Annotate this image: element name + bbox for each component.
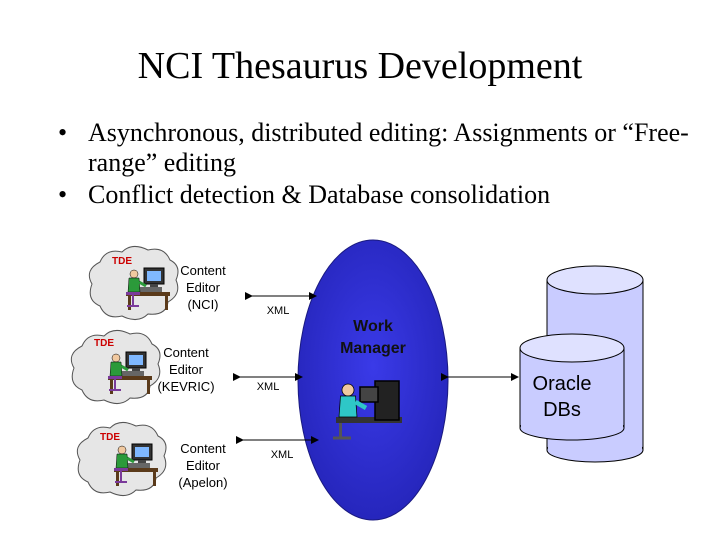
manager-workstation-icon (333, 380, 402, 440)
bullet-item: • Asynchronous, distributed editing: Ass… (58, 118, 698, 178)
bullet-dot: • (58, 118, 68, 147)
editor-label-line: (Apelon) (178, 475, 227, 490)
tde-label: TDE (100, 432, 120, 443)
editor-label-line: Editor (169, 362, 204, 377)
xml-label: XML (257, 381, 280, 393)
bullet-list: • Asynchronous, distributed editing: Ass… (58, 118, 698, 212)
bullet-text: Conflict detection & Database consolidat… (88, 180, 551, 209)
db-label-line2: DBs (543, 399, 581, 421)
editor-kevric: TDE Content Editor (KEVRIC) (70, 330, 215, 404)
database-cylinders: Oracle DBs (519, 265, 644, 463)
db-label-line1: Oracle (533, 373, 592, 395)
editor-label-line: Editor (186, 458, 221, 473)
xml-label: XML (271, 449, 294, 461)
work-manager: Work Manager (297, 239, 449, 521)
editor-nci: TDE Content Editor (NCI) (88, 246, 226, 320)
bullet-dot: • (58, 180, 68, 209)
editor-label-line: Content (180, 441, 226, 456)
editor-label-line: Editor (186, 280, 221, 295)
tde-label: TDE (94, 338, 114, 349)
editor-apelon: TDE Content Editor (Apelon) (76, 422, 228, 496)
bullet-text: Asynchronous, distributed editing: Assig… (88, 118, 689, 177)
tde-label: TDE (112, 256, 132, 267)
xml-label: XML (267, 305, 290, 317)
editor-label-line: (KEVRIC) (157, 379, 214, 394)
editor-label-line: Content (163, 345, 209, 360)
editor-label-line: Content (180, 263, 226, 278)
editor-label-line: (NCI) (187, 297, 218, 312)
work-manager-line1: Work (353, 318, 393, 335)
bullet-item: • Conflict detection & Database consolid… (58, 180, 698, 210)
work-manager-line2: Manager (340, 340, 406, 357)
db-cylinder-front (519, 333, 625, 441)
slide-title: NCI Thesaurus Development (137, 45, 583, 87)
connectors (233, 292, 519, 444)
